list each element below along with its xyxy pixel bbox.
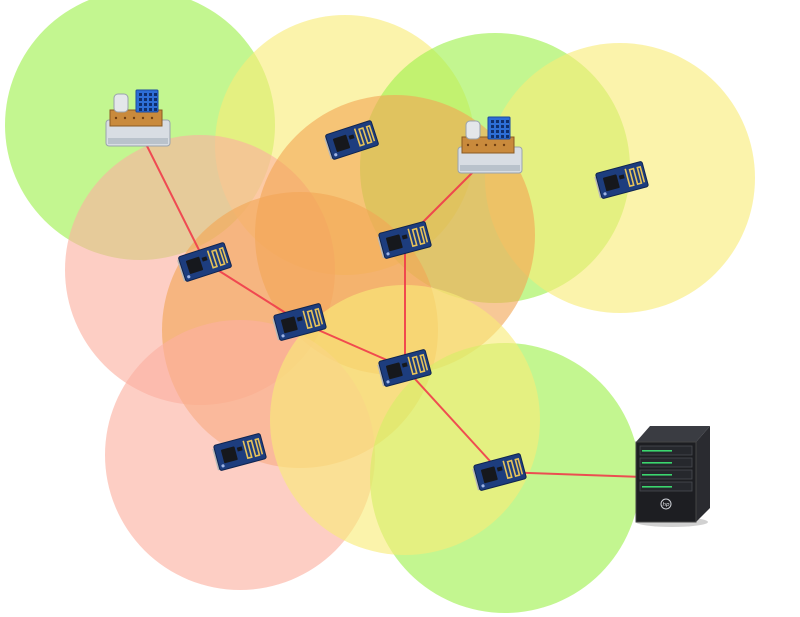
- chip: [481, 466, 498, 484]
- antenna-trace: [302, 307, 324, 330]
- chip: [221, 446, 238, 464]
- antenna-trace: [624, 165, 646, 188]
- link-sensor-a-m3: [137, 127, 206, 263]
- sensor-sensor-a: [105, 89, 171, 147]
- server-logo: hp: [663, 502, 670, 508]
- antenna-trace: [502, 457, 524, 480]
- link-m3-m4: [204, 261, 301, 323]
- esp-module-m4: [272, 303, 327, 341]
- antenna-trace: [407, 353, 429, 376]
- network-nodes: hp: [105, 89, 710, 527]
- coverage-zone-yellow: [270, 285, 540, 555]
- chip: [386, 362, 403, 380]
- link-m5-m7: [404, 367, 501, 473]
- antenna-trace: [242, 437, 264, 460]
- esp-module-m1: [324, 120, 379, 160]
- esp-module-m6: [594, 161, 649, 199]
- esp-module-m5: [377, 349, 432, 387]
- esp-module-m2: [377, 221, 432, 259]
- esp-module-m3: [177, 242, 232, 282]
- antenna-trace: [353, 124, 376, 147]
- chip: [185, 256, 204, 274]
- chip: [603, 174, 620, 192]
- chip: [386, 234, 403, 252]
- chip: [332, 134, 351, 152]
- chip: [281, 316, 298, 334]
- esp-module-m7: [472, 453, 527, 491]
- esp-module-m8: [212, 433, 267, 471]
- sensor-sensor-b: [457, 116, 523, 174]
- antenna-trace: [407, 225, 429, 248]
- server-server: hp: [635, 426, 710, 527]
- antenna-trace: [206, 246, 229, 269]
